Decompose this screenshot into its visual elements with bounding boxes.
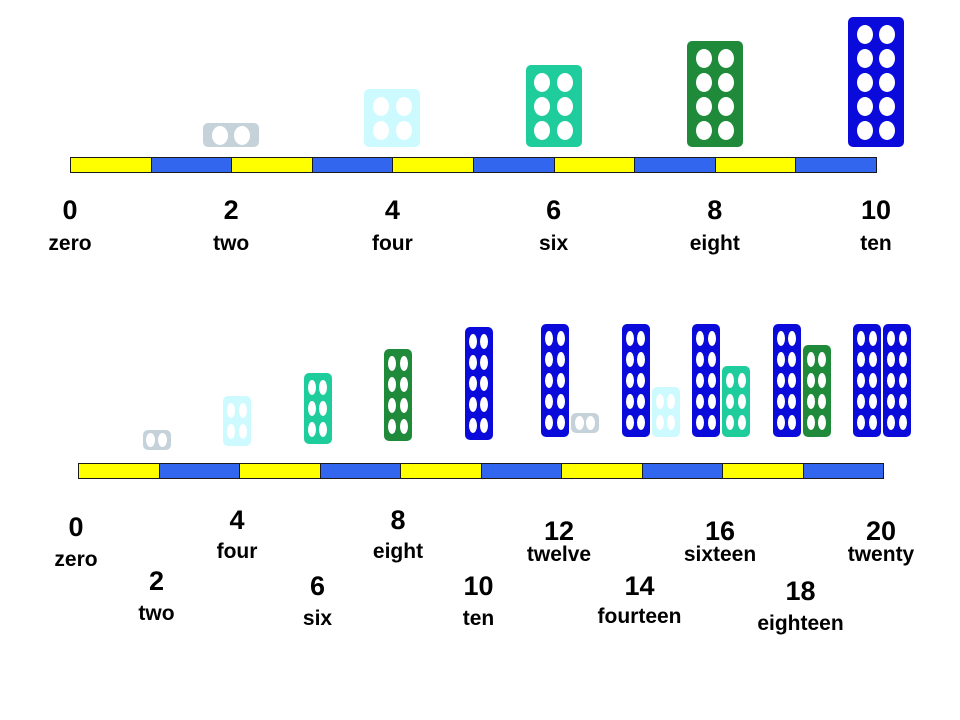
- number-line-segment: [150, 157, 233, 173]
- number-tile-2: [203, 123, 260, 147]
- tick-word-label: eighteen: [757, 612, 844, 635]
- number-tile-2-in-12: [571, 413, 599, 433]
- tick-number-label: 8: [390, 505, 406, 535]
- tick-word-label: sixteen: [683, 543, 757, 566]
- number-line-segment: [239, 463, 321, 479]
- number-tile-4-in-14: [651, 387, 680, 437]
- tick-number-label: 14: [624, 571, 655, 601]
- tick-number-label: 20: [865, 516, 897, 546]
- number-line-segment: [400, 463, 482, 479]
- number-tile-6-in-6: [303, 373, 332, 444]
- tick-word-label: eight: [689, 232, 740, 255]
- number-tile-4: [364, 89, 421, 147]
- number-line-segment: [641, 463, 723, 479]
- number-tile-2-in-2: [142, 430, 171, 450]
- number-tile-10-in-20: [883, 324, 911, 437]
- number-line-segment: [561, 463, 643, 479]
- number-line-segment: [311, 157, 394, 173]
- number-line-segment: [795, 157, 877, 173]
- number-tile-10-in-18: [772, 324, 801, 437]
- number-line-segment: [319, 463, 401, 479]
- number-tile-6: [525, 65, 582, 147]
- number-line-segment: [480, 463, 562, 479]
- tick-word-label: ten: [462, 607, 495, 630]
- tick-word-label: two: [138, 602, 175, 625]
- number-tile-8-in-18: [802, 345, 831, 437]
- tick-word-label: eight: [372, 540, 424, 563]
- tick-word-label: fourteen: [597, 605, 682, 628]
- tick-number-label: 10: [463, 571, 494, 601]
- number-tile-4-in-4: [223, 396, 251, 446]
- tick-word-label: zero: [54, 548, 98, 571]
- number-line-segment: [634, 157, 716, 173]
- number-tile-10-in-10: [464, 327, 493, 440]
- tick-number-label: 12: [543, 516, 575, 546]
- tick-word-label: zero: [48, 232, 92, 255]
- tick-number-label: 2: [223, 195, 239, 225]
- number-line-segment: [722, 463, 804, 479]
- number-line-segment: [231, 157, 313, 173]
- number-line-segment: [714, 157, 797, 173]
- tick-word-label: six: [538, 232, 569, 255]
- number-line-segment: [78, 463, 160, 479]
- tick-word-label: twenty: [847, 543, 915, 566]
- number-tile-10-in-20: [853, 324, 881, 437]
- tick-word-label: four: [216, 540, 258, 563]
- tick-number-label: 0: [68, 512, 84, 542]
- tick-number-label: 16: [704, 516, 736, 546]
- number-line-segment: [70, 157, 152, 173]
- number-tile-10: [848, 17, 904, 147]
- number-line-segment: [553, 157, 636, 173]
- number-line-segment: [802, 463, 884, 479]
- number-tile-10-in-12: [541, 324, 569, 437]
- tick-word-label: ten: [860, 232, 892, 255]
- tick-number-label: 8: [707, 195, 723, 225]
- tick-number-label: 4: [384, 195, 400, 225]
- number-tile-10-in-14: [621, 324, 650, 437]
- tick-number-label: 10: [860, 195, 892, 225]
- tick-number-label: 6: [546, 195, 562, 225]
- number-tile-8: [686, 41, 743, 147]
- tick-word-label: six: [302, 607, 333, 630]
- number-line-segment: [473, 157, 555, 173]
- tick-word-label: twelve: [526, 543, 592, 566]
- number-tile-6-in-16: [722, 366, 750, 437]
- tick-number-label: 0: [62, 195, 78, 225]
- number-line-segment: [158, 463, 240, 479]
- number-line-segment: [392, 157, 474, 173]
- tick-number-label: 2: [148, 566, 165, 596]
- number-tile-10-in-16: [692, 324, 720, 437]
- tick-number-label: 6: [309, 571, 326, 601]
- tick-word-label: two: [213, 232, 250, 255]
- number-tile-8-in-8: [384, 349, 412, 441]
- tick-number-label: 18: [785, 576, 816, 606]
- tick-number-label: 4: [229, 505, 245, 535]
- tick-word-label: four: [371, 232, 413, 255]
